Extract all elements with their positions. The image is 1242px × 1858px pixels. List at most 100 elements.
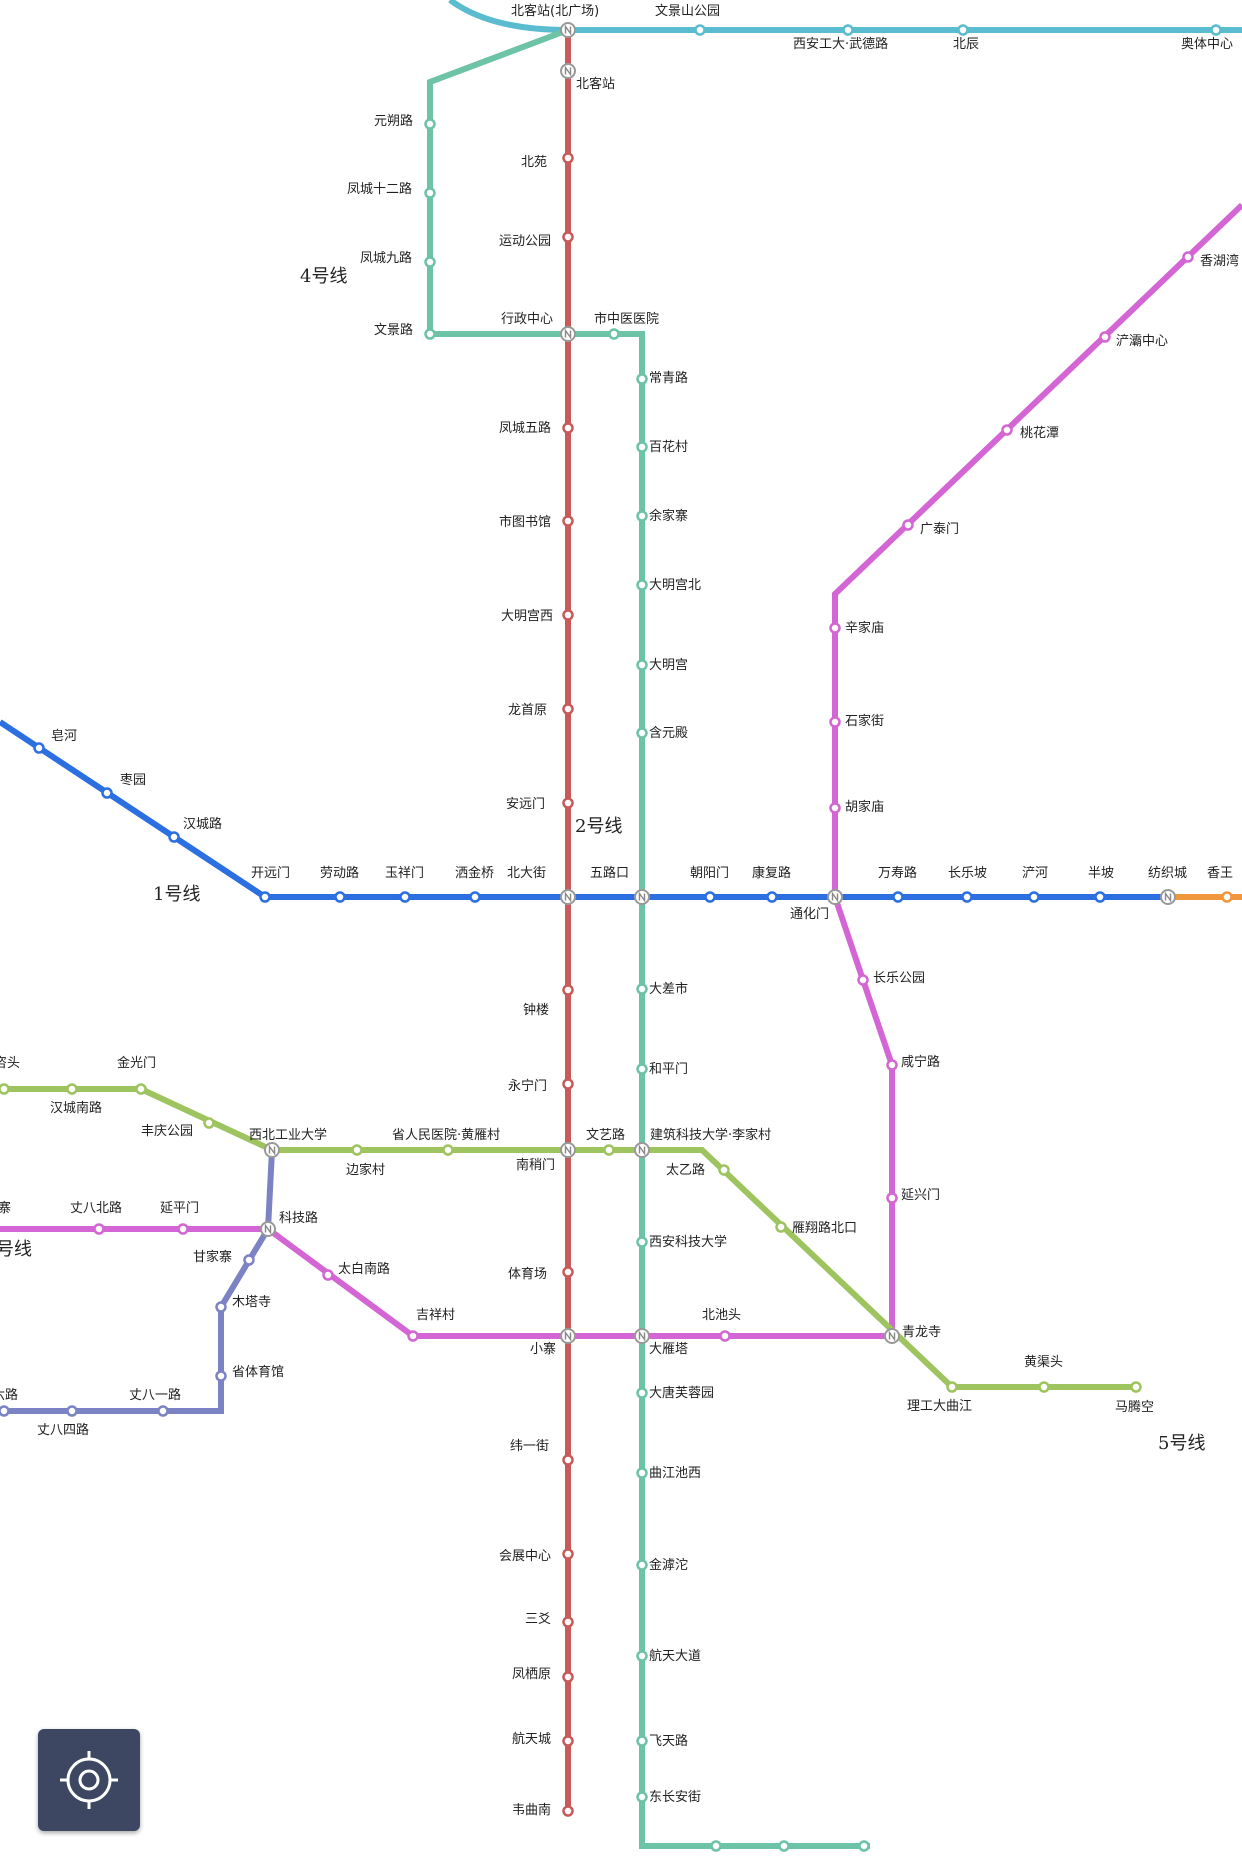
station-label[interactable]: 市中医医院 [594,311,659,327]
station-label[interactable]: 万寿路 [878,865,917,881]
station-dot[interactable] [778,1840,790,1852]
station-dot[interactable] [636,579,648,591]
station-label[interactable]: 凤城九路 [360,250,412,266]
station-dot[interactable] [636,659,648,671]
station-dot[interactable] [424,187,436,199]
station-label[interactable]: 浐河 [1022,866,1048,881]
station-dot[interactable] [562,515,574,527]
station-dot[interactable] [351,1144,363,1156]
station-label[interactable]: 安远门 [506,797,545,812]
station-dot[interactable] [636,1559,648,1571]
station-label[interactable]: 大明宫 [649,658,688,673]
station-label[interactable]: 文景山公园 [655,4,720,19]
station-dot[interactable] [399,891,411,903]
station-label[interactable]: 香王 [1207,866,1233,881]
station-label[interactable]: 永宁门 [508,1078,547,1094]
station-dot[interactable] [636,1467,648,1479]
transfer-station-kejilu[interactable] [260,1221,276,1237]
station-dot[interactable] [636,1063,648,1075]
station-label[interactable]: 太乙路 [666,1162,705,1178]
station-dot[interactable] [469,891,481,903]
station-label[interactable]: 西安工大·武德路 [793,36,888,52]
station-label[interactable]: 咨头 [0,1056,20,1071]
station-label[interactable]: 市图书馆 [499,514,551,530]
station-label[interactable]: 大明宫北 [649,578,701,593]
station-dot[interactable] [1038,1381,1050,1393]
station-label[interactable]: 龙首原 [508,703,547,718]
station-label[interactable]: 东长安街 [649,1790,701,1805]
station-label[interactable]: 飞天路 [649,1733,688,1749]
station-dot[interactable] [562,609,574,621]
station-dot[interactable] [135,1083,147,1095]
station-label[interactable]: 科技路 [279,1210,318,1226]
station-dot[interactable] [857,974,869,986]
station-label[interactable]: 大雁塔 [649,1342,688,1357]
station-label[interactable]: 常青路 [649,370,688,386]
station-dot[interactable] [946,1381,958,1393]
transfer-station-xiaozhai[interactable] [560,1328,576,1344]
station-dot[interactable] [704,891,716,903]
station-label[interactable]: 大明宫西 [501,609,553,624]
station-label[interactable]: 和平门 [649,1062,688,1077]
station-label[interactable]: 航天城 [512,1731,551,1747]
station-dot[interactable] [1028,891,1040,903]
station-label[interactable]: 黄渠头 [1024,1355,1063,1370]
station-label[interactable]: 钟楼 [523,1002,549,1018]
station-dot[interactable] [203,1117,215,1129]
station-label[interactable]: 文艺路 [586,1127,625,1143]
station-label[interactable]: 建筑科技大学·李家村 [650,1127,771,1143]
station-dot[interactable] [1210,24,1222,36]
station-dot[interactable] [957,24,969,36]
station-label[interactable]: 体育场 [508,1266,547,1282]
station-dot[interactable] [442,1144,454,1156]
station-label[interactable]: 北客站 [576,76,615,92]
station-dot[interactable] [101,787,113,799]
station-label[interactable]: 北池头 [702,1308,741,1323]
station-label[interactable]: 开远门 [251,866,290,881]
station-dot[interactable] [322,1269,334,1281]
station-label[interactable]: 省体育馆 [232,1364,284,1380]
station-dot[interactable] [858,1840,870,1852]
station-label[interactable]: 汉城路 [183,816,222,832]
station-dot[interactable] [766,891,778,903]
station-label[interactable]: 六路 [0,1387,18,1403]
station-label[interactable]: 朝阳门 [690,866,729,881]
station-label[interactable]: 洒金桥 [455,865,494,881]
station-dot[interactable] [66,1405,78,1417]
station-dot[interactable] [886,1059,898,1071]
station-label[interactable]: 半坡 [1088,866,1114,881]
station-label[interactable]: 韦曲南 [512,1802,551,1818]
station-dot[interactable] [424,256,436,268]
station-dot[interactable] [718,1164,730,1176]
station-dot[interactable] [1130,1381,1142,1393]
station-dot[interactable] [603,1144,615,1156]
station-dot[interactable] [892,891,904,903]
station-dot[interactable] [636,1735,648,1747]
station-label[interactable]: 航天大道 [649,1648,701,1664]
station-dot[interactable] [719,1330,731,1342]
station-label[interactable]: 余家寨 [649,508,688,524]
station-label[interactable]: 玉祥门 [385,866,424,881]
station-dot[interactable] [775,1221,787,1233]
station-label[interactable]: 通化门 [790,907,829,922]
station-dot[interactable] [608,328,620,340]
station-label[interactable]: 长乐坡 [948,866,987,881]
station-label[interactable]: 行政中心 [501,312,553,327]
station-dot[interactable] [93,1223,105,1235]
station-label[interactable]: 省人民医院·黄雁村 [392,1128,500,1143]
station-dot[interactable] [842,24,854,36]
station-dot[interactable] [829,802,841,814]
station-label[interactable]: 丈八四路 [37,1422,89,1438]
station-dot[interactable] [694,24,706,36]
station-label[interactable]: 咸宁路 [901,1054,940,1070]
station-label[interactable]: 胡家庙 [845,799,884,815]
station-dot[interactable] [424,118,436,130]
station-label[interactable]: 吉祥村 [416,1308,455,1323]
station-dot[interactable] [902,519,914,531]
station-label[interactable]: 枣园 [120,773,146,788]
station-dot[interactable] [243,1254,255,1266]
station-label[interactable]: 马腾空 [1115,1399,1154,1415]
station-label[interactable]: 三爻 [525,1612,551,1627]
station-dot[interactable] [636,373,648,385]
transfer-station-jianzhu[interactable] [634,1142,650,1158]
